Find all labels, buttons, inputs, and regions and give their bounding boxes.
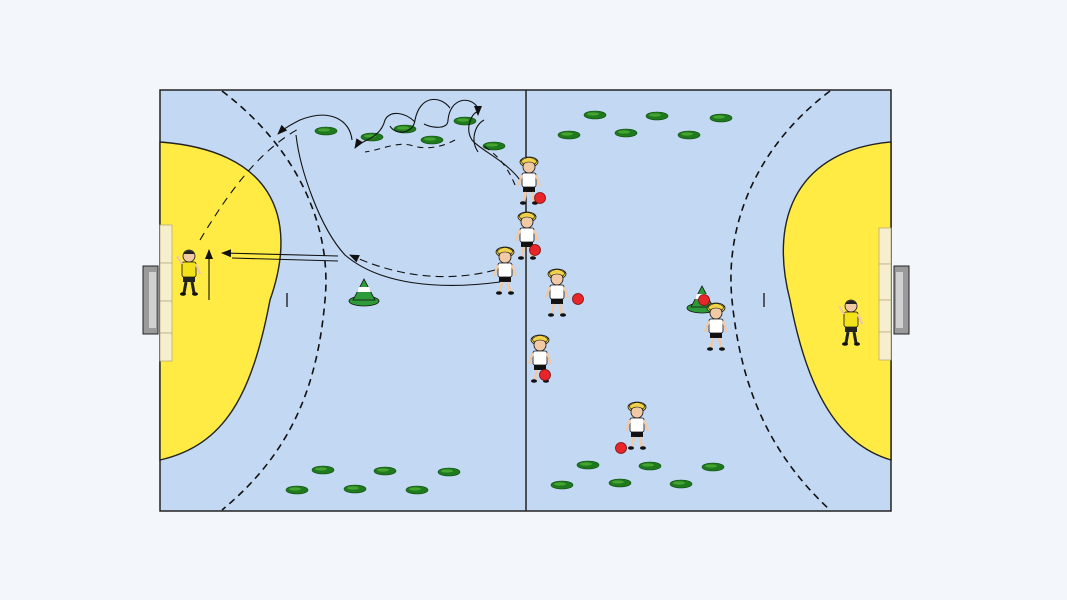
floor-marker-icon <box>343 484 367 494</box>
dribble-path <box>354 112 416 149</box>
pass-path <box>231 257 339 262</box>
ball-path-dashed <box>481 144 516 186</box>
dribble-path <box>468 105 521 181</box>
floor-marker-icon <box>677 130 701 140</box>
goal-left <box>142 265 159 335</box>
floor-marker-icon <box>576 460 600 470</box>
floor-marker-icon <box>645 111 669 121</box>
floor-marker-icon <box>557 130 581 140</box>
floor-marker-icon <box>614 128 638 138</box>
ball-path-dashed <box>364 139 456 153</box>
goal-area-left <box>159 141 282 461</box>
ball-icon <box>534 192 546 204</box>
dribble-path <box>473 119 485 153</box>
floor-marker-icon <box>709 113 733 123</box>
pass-path <box>221 249 339 258</box>
floor-marker-icon <box>701 462 725 472</box>
dribble-path <box>277 114 353 141</box>
floor-marker-icon <box>420 135 444 145</box>
floor-marker-icon <box>608 478 632 488</box>
goal-mat-right <box>878 227 892 361</box>
free-throw-line-left <box>221 90 327 511</box>
goal-area-right <box>782 141 892 461</box>
goal-right <box>893 265 910 335</box>
floor-marker-icon <box>482 141 506 151</box>
ball-icon <box>572 293 584 305</box>
run-path <box>295 134 501 286</box>
floor-marker-icon <box>583 110 607 120</box>
floor-marker-icon <box>669 479 693 489</box>
ball-icon <box>529 244 541 256</box>
movement-paths <box>199 98 521 300</box>
ball-icon <box>615 442 627 454</box>
ball-path-dashed <box>199 127 301 241</box>
dribble-path <box>389 98 451 133</box>
free-throw-line-right <box>730 90 831 511</box>
floor-marker-icon <box>285 485 309 495</box>
run-path <box>349 254 496 278</box>
floor-marker-icon <box>311 465 335 475</box>
ball-icon <box>539 369 551 381</box>
floor-marker-icon <box>405 485 429 495</box>
floor-marker-icon <box>638 461 662 471</box>
goal-mat-left <box>159 224 173 362</box>
ball-icon <box>698 294 710 306</box>
floor-marker-icon <box>373 466 397 476</box>
floor-marker-icon <box>453 116 477 126</box>
floor-marker-icon <box>314 126 338 136</box>
floor-marker-icon <box>550 480 574 490</box>
floor-marker-icon <box>437 467 461 477</box>
dribble-path <box>423 99 479 128</box>
